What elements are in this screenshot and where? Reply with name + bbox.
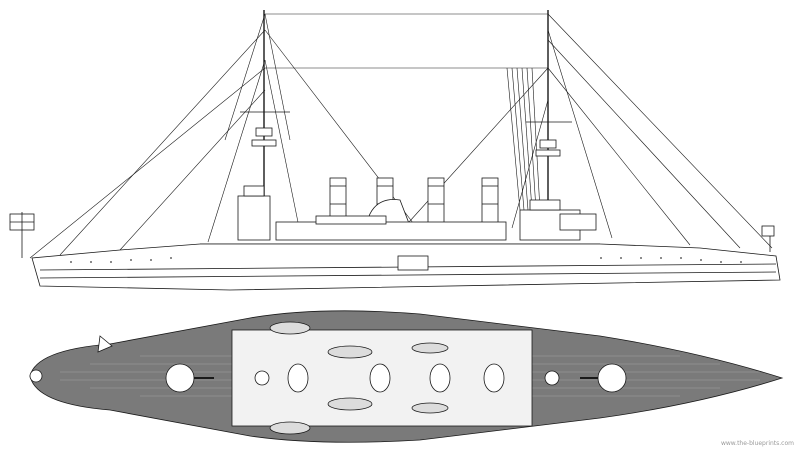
mast-positions: [254, 370, 560, 386]
stern-anchor-icon: [29, 369, 43, 383]
rigging: [29, 13, 773, 259]
casemate-block: [397, 255, 429, 271]
bow-flag-icon: [761, 225, 775, 252]
fore-mast: [240, 10, 290, 200]
turrets: [165, 363, 627, 393]
funnel-tops: [287, 363, 505, 393]
side-elevation: [9, 10, 781, 291]
watermark: www.the-blueprints.com: [720, 440, 794, 447]
superstructure: [200, 185, 600, 245]
aft-turret: [165, 363, 195, 393]
boats: [269, 321, 449, 435]
main-mast: [526, 10, 572, 200]
stern-flag-icon: [9, 212, 35, 258]
fore-turret: [597, 363, 627, 393]
portholes: [70, 257, 742, 263]
top-plan: [29, 310, 784, 443]
